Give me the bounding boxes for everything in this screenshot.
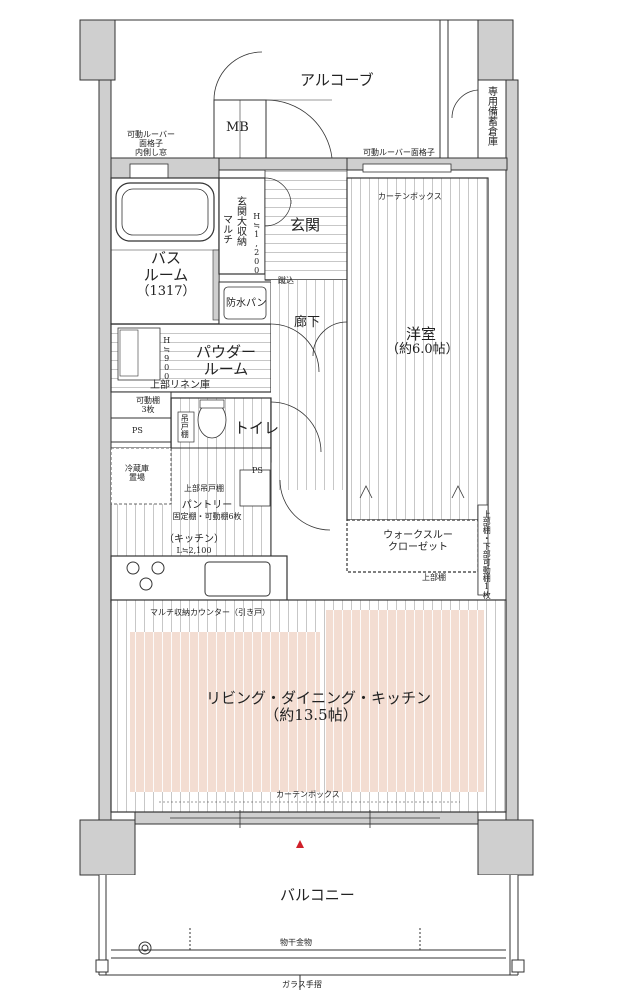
label-corridor: 廊下	[294, 315, 321, 330]
label-bath: バスルーム（1317）	[136, 249, 196, 299]
label-step: 蹴込	[278, 276, 294, 285]
label-multi-h: H≒1,200	[252, 212, 262, 275]
label-kitchen: （キッチン）L≒2,100	[164, 534, 224, 555]
label-louver-right: 可動ルーバー面格子	[363, 148, 435, 157]
corridor-doors	[270, 321, 348, 531]
powder-room	[110, 281, 272, 443]
label-upper-shelf: 上部棚	[422, 573, 446, 582]
label-curtain-box-top: カーテンボックス	[378, 192, 442, 201]
label-drying: 物干金物	[280, 938, 312, 947]
label-western: 洋室（約6.0帖）	[386, 325, 459, 358]
label-alcove: アルコーブ	[300, 71, 374, 89]
label-louver-left: 可動ルーバー面格子内側し窓	[127, 130, 175, 158]
western-room-details	[347, 177, 488, 499]
label-fridge: 冷蔵庫置場	[125, 464, 149, 483]
label-curtain-box-bottom: カーテンボックス	[276, 790, 340, 799]
label-ldk: リビング・ダイニング・キッチン（約13.5帖）	[206, 689, 432, 725]
label-storage: 専用備蓄倉庫	[485, 86, 497, 146]
balcony	[95, 875, 525, 990]
label-powder-h: H≒900	[162, 336, 172, 381]
ldk	[110, 599, 507, 828]
label-hanging-shelf: 吊戸棚	[180, 414, 190, 438]
label-glass-rail: ガラス手摺	[282, 980, 322, 989]
label-balcony: バルコニー	[280, 886, 355, 904]
corridor-floor	[271, 280, 347, 490]
bathroom	[110, 177, 220, 325]
walk-through-closet	[346, 504, 489, 596]
label-genkan-storage: 玄関大収納	[234, 196, 246, 246]
label-mb: MB	[226, 120, 249, 135]
western-room-floor	[346, 177, 489, 521]
label-right-shelf: 上部棚・下部可動棚1枚	[482, 510, 492, 599]
label-ps2: PS	[252, 466, 263, 475]
label-powder: パウダールーム	[195, 343, 256, 379]
label-upper-linen: 上部リネン庫	[150, 380, 210, 391]
label-multi: マルチ	[220, 214, 232, 244]
label-toilet: トイレ	[234, 419, 280, 437]
alcove-area	[115, 19, 507, 179]
label-genkan: 玄関	[290, 216, 321, 234]
label-counter: マルチ収納カウンター（引き戸）	[150, 608, 270, 617]
label-pantry: パントリー固定棚・可動棚6枚	[172, 500, 242, 521]
label-waterproof-pan: 防水パン	[226, 298, 267, 309]
label-ps1: PS	[132, 426, 143, 435]
entrance	[218, 169, 348, 281]
label-upper-hanging: 上部吊戸棚	[184, 484, 224, 493]
label-wic: ウォークスルークローゼット	[383, 530, 453, 553]
entrance-marker	[296, 840, 304, 848]
